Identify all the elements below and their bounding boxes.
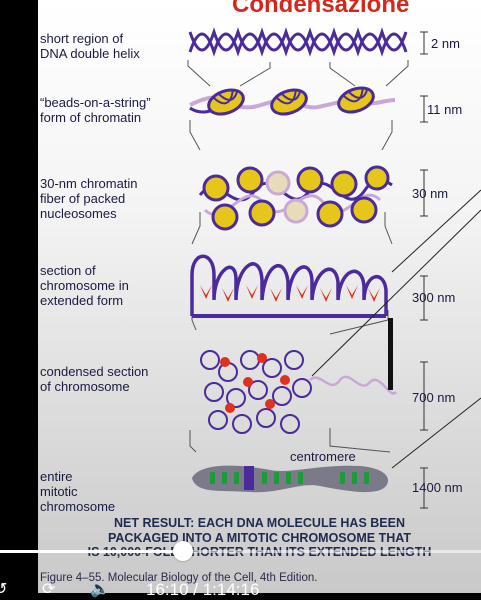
label-beads-on-string: “beads-on-a-string” form of chromatin xyxy=(40,95,151,125)
volume-icon[interactable]: 🔈 xyxy=(90,581,110,598)
extended-chromosome-loops xyxy=(190,254,388,318)
centromere-label: centromere xyxy=(290,449,356,464)
label-30nm-fiber: 30-nm chromatin fiber of packed nucleoso… xyxy=(40,176,138,221)
progress-scrubber[interactable] xyxy=(172,541,193,561)
replay-icon[interactable]: ↺ xyxy=(0,581,8,598)
label-mitotic-chromosome: entire mitotic chromosome xyxy=(40,469,116,514)
figure-caption: Figure 4–55. Molecular Biology of the Ce… xyxy=(40,572,318,584)
mitotic-chromosome xyxy=(192,465,389,493)
scale-30nm: 30 nm xyxy=(412,186,449,201)
scale-2nm: 2 nm xyxy=(431,36,460,51)
slide xyxy=(38,0,481,593)
time-display: 16:10 / 1:14:16 xyxy=(146,580,260,599)
scale-bar xyxy=(388,318,393,390)
beads-on-string xyxy=(189,86,396,116)
progress-track[interactable] xyxy=(0,550,481,553)
label-dna-helix: short region of DNA double helix xyxy=(40,31,140,61)
condensed-section xyxy=(200,350,397,434)
dna-helix xyxy=(188,27,408,57)
label-condensed-section: condensed section of chromosome xyxy=(40,364,149,394)
replay-icon-2[interactable]: ⟳ xyxy=(42,581,56,598)
scale-1400nm: 1400 nm xyxy=(412,480,463,495)
scale-300nm: 300 nm xyxy=(412,290,456,305)
30nm-fiber xyxy=(198,165,393,231)
scale-11nm: 11 nm xyxy=(427,102,463,117)
slide-title: Condensazione xyxy=(232,0,410,18)
scale-700nm: 700 nm xyxy=(412,390,456,405)
progress-fill xyxy=(0,550,183,553)
letterbox-left xyxy=(0,0,38,593)
label-extended-chromosome: section of chromosome in extended form xyxy=(40,263,129,308)
